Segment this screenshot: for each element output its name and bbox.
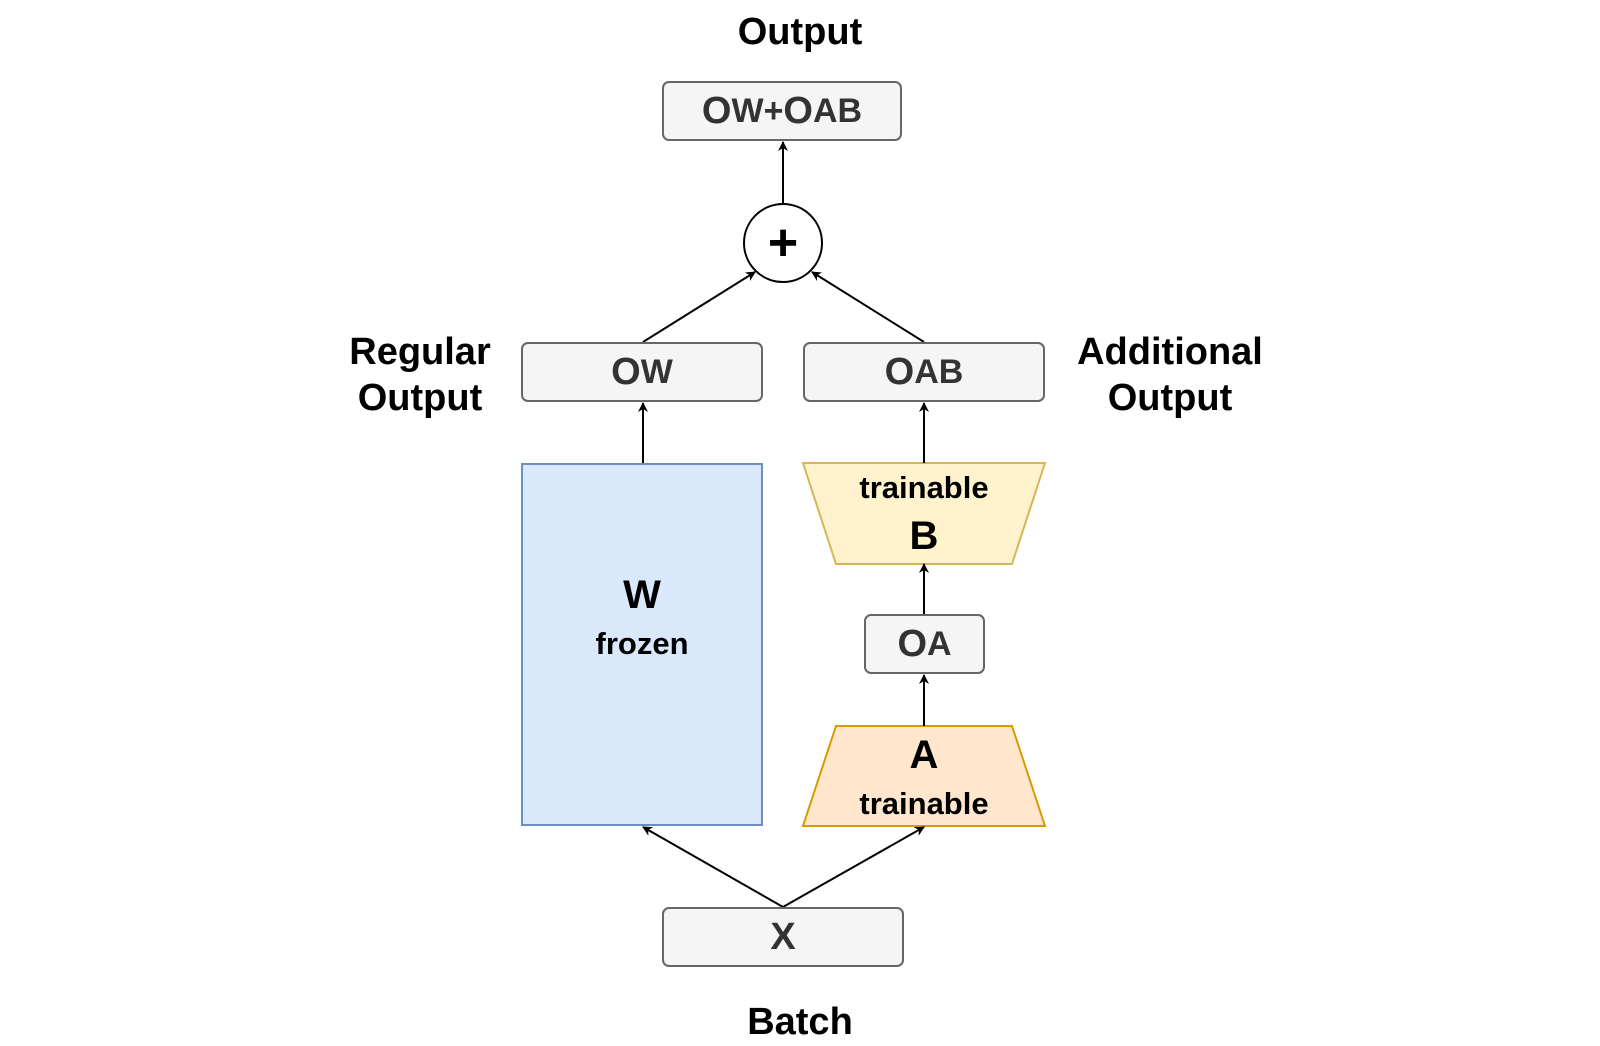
regular-output-label-line1: Regular <box>349 331 491 373</box>
sum-output-plus: + <box>763 91 784 130</box>
sum-operator-symbol: + <box>767 214 799 272</box>
matrix-b-trapezoid <box>801 462 1047 565</box>
output-label: Output <box>737 11 863 53</box>
matrix-a-state: trainable <box>859 786 989 821</box>
frozen-weight-w: W frozen <box>521 463 763 826</box>
intermediate-output-o: O <box>897 622 927 665</box>
regular-output-label: Regular Output <box>335 330 505 421</box>
additional-output-label: Additional Output <box>1055 330 1285 421</box>
arrow-ow-to-sum <box>642 271 756 343</box>
arrow-x-to-w <box>642 826 784 908</box>
additional-output-o: O <box>884 350 915 393</box>
input-box: X <box>662 907 904 967</box>
sum-operator: + <box>743 203 823 283</box>
batch-label: Batch <box>747 1001 853 1043</box>
weight-w-name: W <box>623 572 661 617</box>
arrow-x-to-a <box>782 826 925 908</box>
matrix-b-state: trainable <box>859 470 989 505</box>
weight-w-state: frozen <box>595 625 689 661</box>
additional-output-label-line2: Output <box>1107 376 1233 419</box>
regular-output-o: O <box>611 350 641 393</box>
matrix-a-name: A <box>909 733 939 777</box>
matrix-b-name: B <box>909 514 939 558</box>
matrix-a-trapezoid <box>801 725 1047 827</box>
sum-output-o2: O <box>783 89 813 132</box>
sum-output-o1: O <box>701 89 732 132</box>
input-x: X <box>770 915 796 958</box>
additional-output-label-line1: Additional <box>1077 331 1263 373</box>
arrow-oab-to-sum <box>811 271 925 343</box>
regular-output-label-line2: Output <box>357 376 483 419</box>
